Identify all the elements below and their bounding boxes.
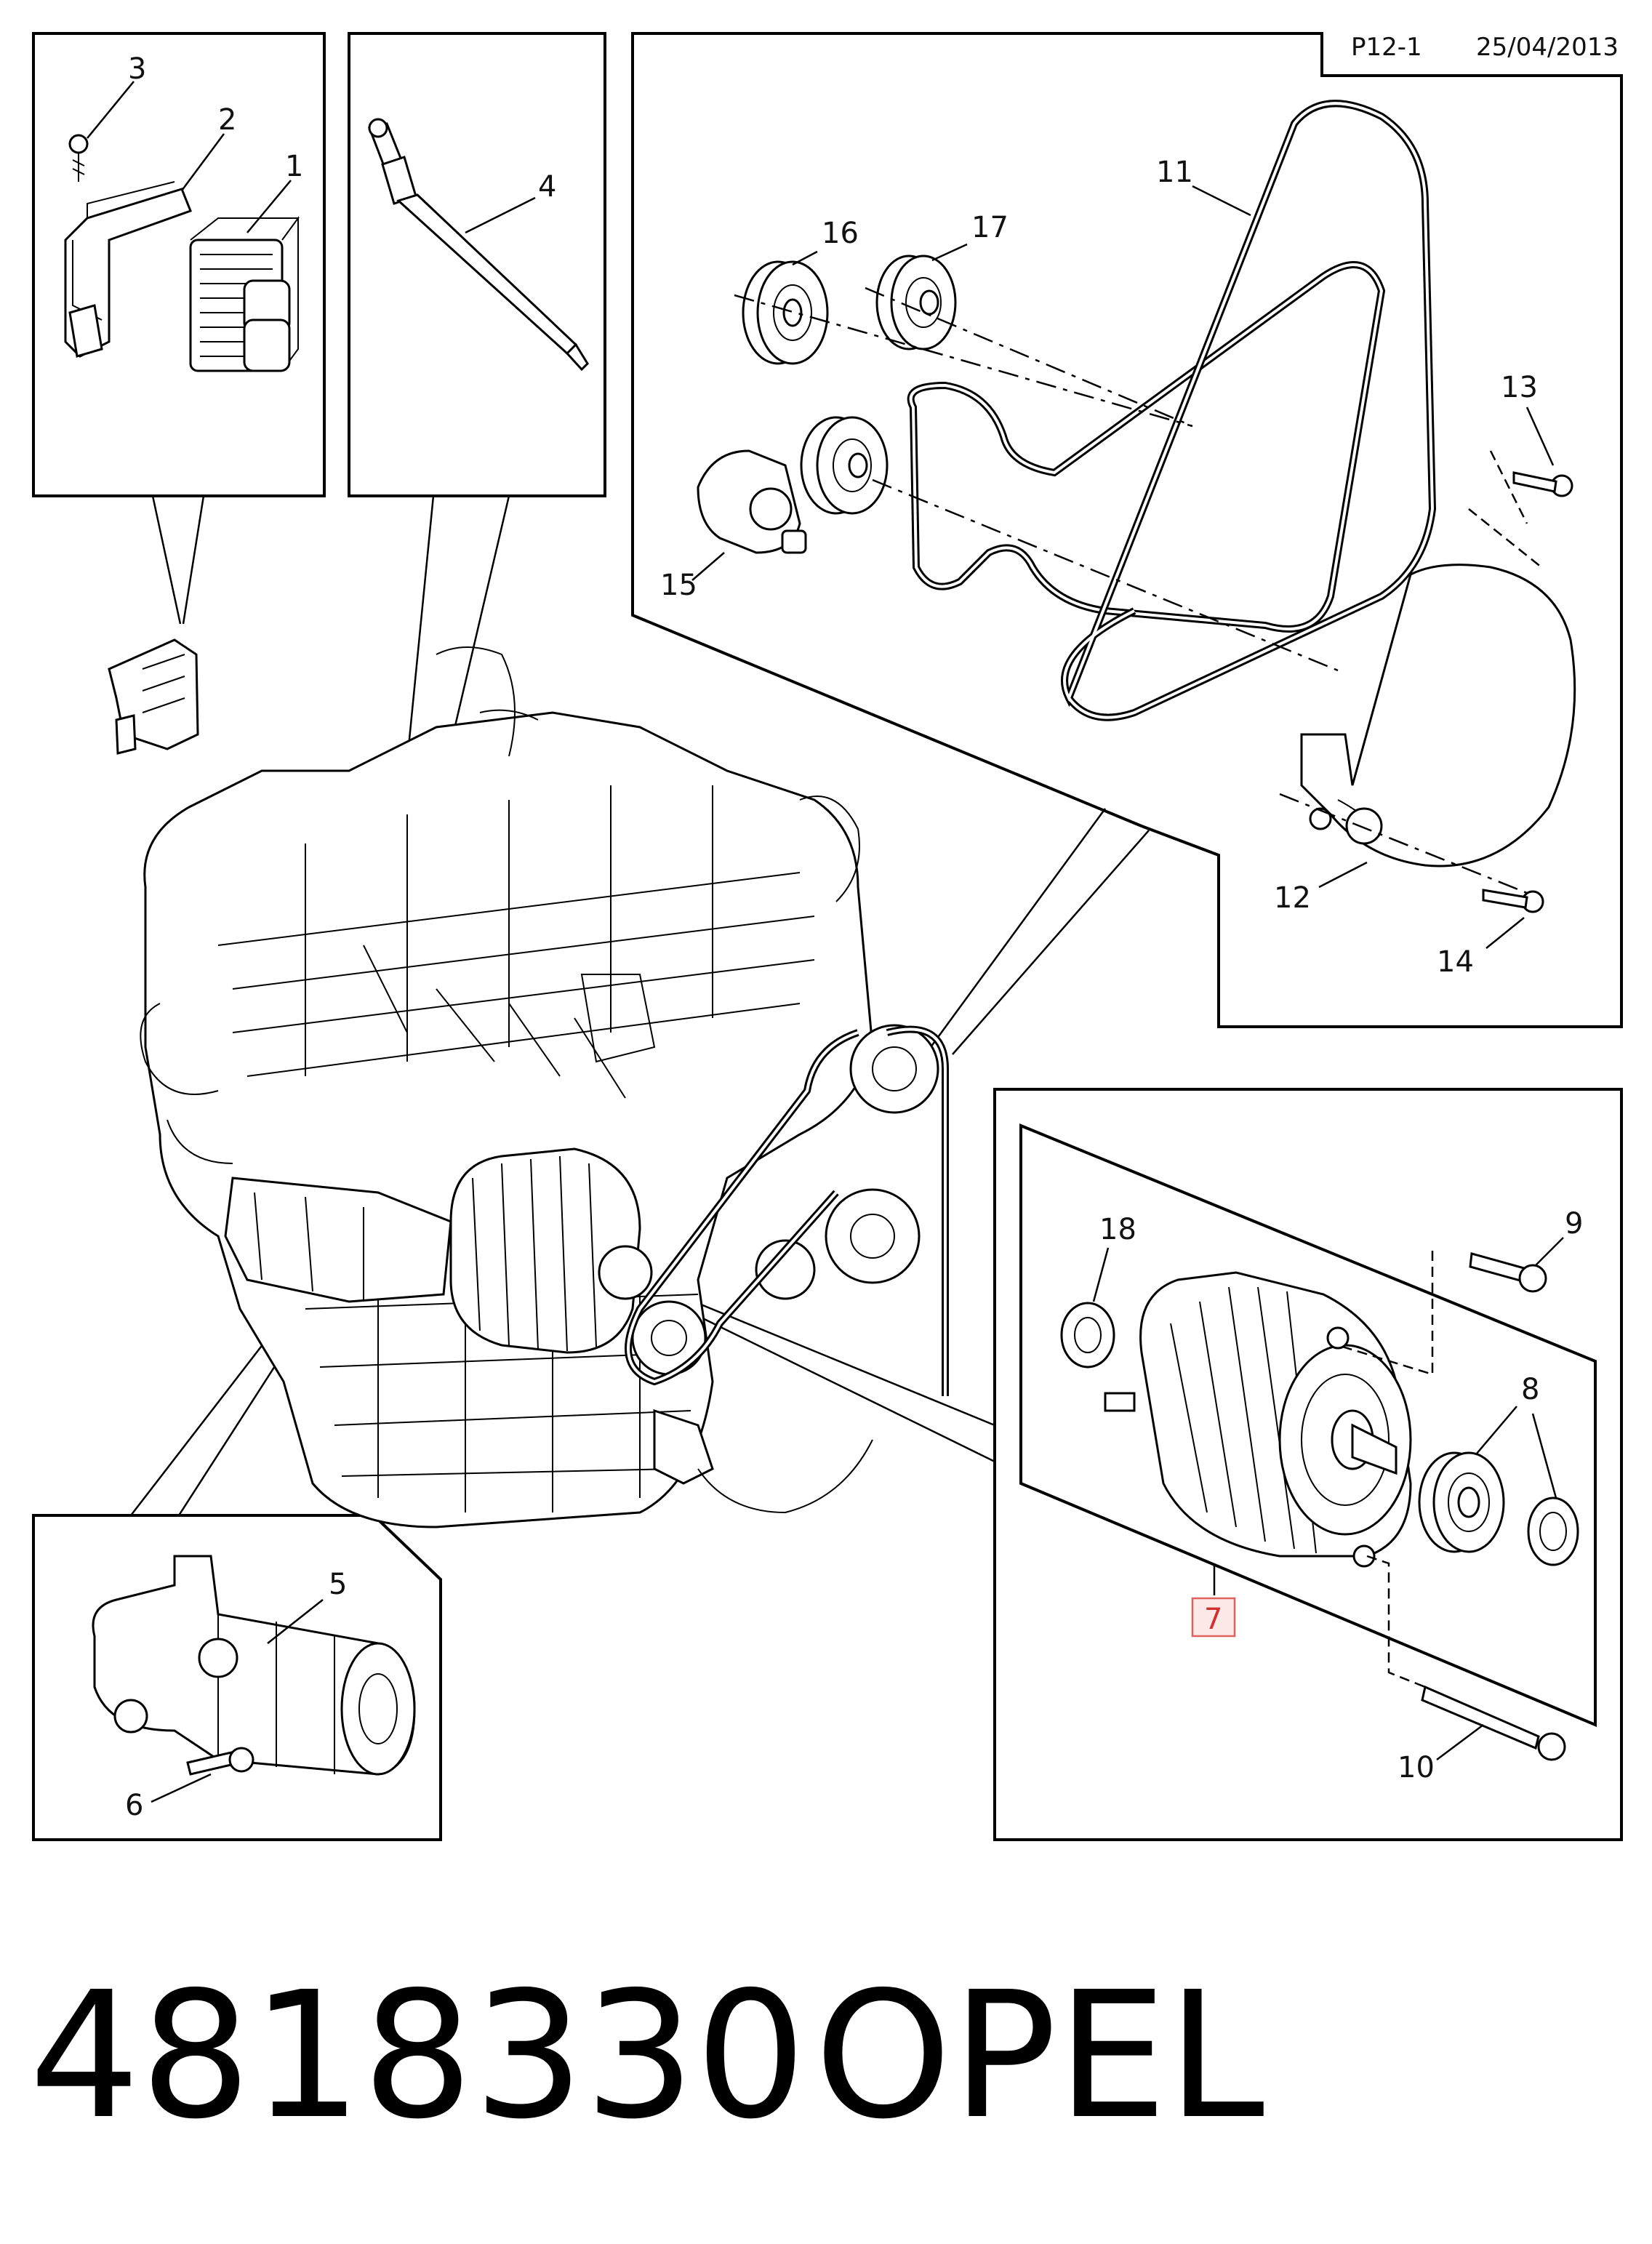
callout-5: 5	[329, 1568, 347, 1601]
timing-cover-bracket-drawing	[1300, 564, 1576, 867]
leader-11	[1192, 185, 1251, 217]
leader-16	[792, 250, 818, 266]
inset-frame-glow-plug	[348, 32, 606, 497]
axis-line-10	[1366, 1555, 1426, 1688]
callout-16: 16	[822, 217, 859, 250]
washer-right-drawing	[1527, 1496, 1579, 1566]
leader-9	[1535, 1237, 1564, 1266]
inset-frame-belt-drive	[631, 32, 1623, 1028]
axis-line-12	[1279, 793, 1535, 897]
callout-1: 1	[285, 150, 303, 183]
callout-7-highlight[interactable]	[1191, 1597, 1236, 1638]
belt-tensioner-15-drawing	[697, 416, 889, 554]
glow-plug-control-module-drawing	[64, 134, 300, 372]
bolt-10-drawing	[1421, 1685, 1566, 1761]
leader-8	[1475, 1406, 1557, 1499]
page-reference: P12-1	[1351, 33, 1422, 62]
callout-11: 11	[1156, 156, 1193, 189]
drive-belt-drawing	[907, 100, 1437, 721]
leader-12	[1318, 861, 1368, 889]
starter-motor-drawing	[92, 1555, 416, 1776]
idler-pulley-16-drawing	[742, 260, 829, 365]
diagram-date: 25/04/2013	[1476, 33, 1619, 62]
axis-line-9	[1337, 1251, 1434, 1376]
washer-18-drawing	[1060, 1302, 1115, 1369]
inset-frame-generator-outer	[993, 1088, 1623, 1841]
callout-14: 14	[1437, 945, 1474, 979]
callout-10: 10	[1398, 1751, 1435, 1784]
callout-4: 4	[538, 170, 556, 204]
leader-14	[1485, 917, 1525, 949]
leader-4	[465, 196, 536, 234]
idler-pulley-17-drawing	[875, 255, 957, 350]
inset-frame-glow-plug-module	[32, 32, 326, 497]
leader-3	[87, 81, 135, 139]
callout-6: 6	[125, 1789, 143, 1822]
brand-name: OPEL	[814, 1954, 1264, 2157]
callout-9: 9	[1565, 1207, 1583, 1241]
leader-2	[180, 133, 225, 191]
callout-7[interactable]: 7	[1204, 1603, 1222, 1636]
callout-18: 18	[1099, 1213, 1136, 1246]
generator-drawing	[1104, 1271, 1412, 1568]
leader-15	[691, 552, 725, 581]
leader-17	[931, 243, 968, 262]
axis-line-13	[1468, 450, 1542, 568]
callout-17: 17	[971, 211, 1009, 244]
inset-frame-starter	[32, 1514, 442, 1841]
callout-13: 13	[1501, 371, 1538, 404]
bolt-14-drawing	[1482, 889, 1544, 913]
leader-13	[1525, 406, 1555, 466]
axis-line-16-17	[734, 286, 1193, 428]
glow-plug-drawing	[367, 118, 589, 372]
callout-3: 3	[128, 52, 146, 86]
connector-belt-drive	[929, 808, 1150, 1055]
bolt-13-drawing	[1512, 471, 1573, 497]
callout-2: 2	[218, 103, 236, 137]
callout-12: 12	[1274, 881, 1311, 915]
bolt-9-drawing	[1469, 1252, 1547, 1293]
leader-18	[1092, 1247, 1110, 1302]
axis-line-15	[872, 478, 1339, 672]
callout-15: 15	[660, 569, 697, 602]
leader-6	[151, 1773, 212, 1803]
callout-8: 8	[1521, 1373, 1539, 1406]
leader-5	[267, 1599, 324, 1644]
leader-10	[1436, 1724, 1484, 1760]
leader-1	[246, 180, 292, 233]
generator-pulley-8-drawing	[1418, 1451, 1505, 1553]
engine-assembly-drawing	[140, 646, 949, 1528]
glow-module-on-engine-drawing	[108, 638, 199, 755]
inset-frame-generator-inner	[1019, 1123, 1597, 1728]
connector-glow-module	[151, 495, 205, 625]
part-number: 4818330	[29, 1954, 806, 2157]
